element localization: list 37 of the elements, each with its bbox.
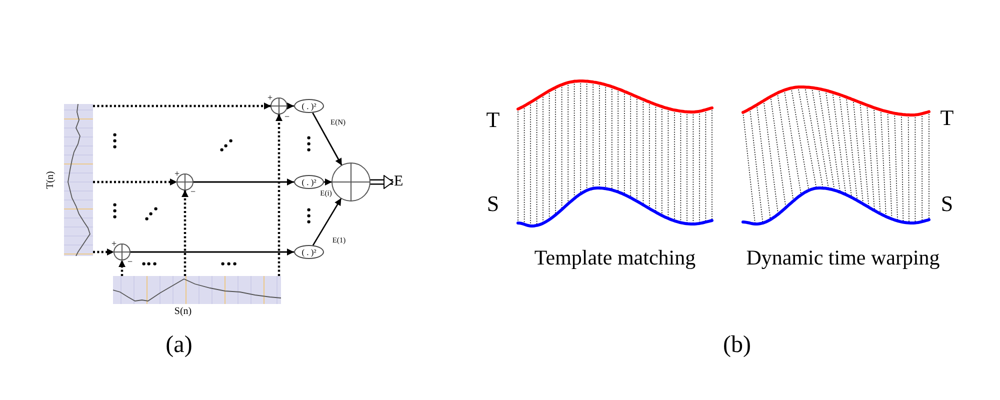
dotted-arrow (93, 102, 271, 110)
summing-junction (176, 173, 194, 191)
curve-label: T (940, 107, 954, 129)
dotted-arrow (93, 248, 114, 256)
panel-label: (b) (723, 333, 751, 357)
arrow (287, 102, 294, 110)
curve-label: S (940, 193, 954, 215)
panel-label: (a) (166, 333, 192, 357)
squaring-block: ( . )² (294, 99, 324, 113)
summing-junction (331, 162, 371, 202)
arrow (312, 198, 342, 246)
summing-junction (270, 97, 288, 115)
sign-label: + (174, 170, 180, 178)
arrow (193, 178, 294, 186)
dotted-arrow (276, 114, 282, 276)
summing-junction (113, 243, 131, 261)
signal-label: S(n) (174, 307, 192, 317)
arrow (130, 248, 294, 256)
dotted-arrow (93, 178, 177, 186)
sign-label: − (284, 112, 290, 122)
curve-label: T (486, 109, 500, 131)
dotted-arrow (118, 260, 126, 276)
arrow (312, 112, 342, 166)
sign-label: − (190, 188, 196, 196)
hollow-arrow (370, 175, 394, 189)
panel-caption: Template matching (534, 248, 696, 268)
sign-label: + (111, 240, 117, 248)
curve-label: S (486, 193, 500, 215)
sign-label: − (127, 258, 133, 266)
output-label: E (394, 174, 404, 190)
arrow (324, 178, 332, 186)
panel-caption: Dynamic time warping (746, 248, 940, 268)
squaring-block: ( . )² (294, 175, 324, 189)
dotted-arrow (182, 190, 188, 276)
sign-label: + (267, 94, 273, 102)
squaring-block: ( . )² (294, 245, 324, 259)
signal-label: T(n) (46, 171, 56, 189)
